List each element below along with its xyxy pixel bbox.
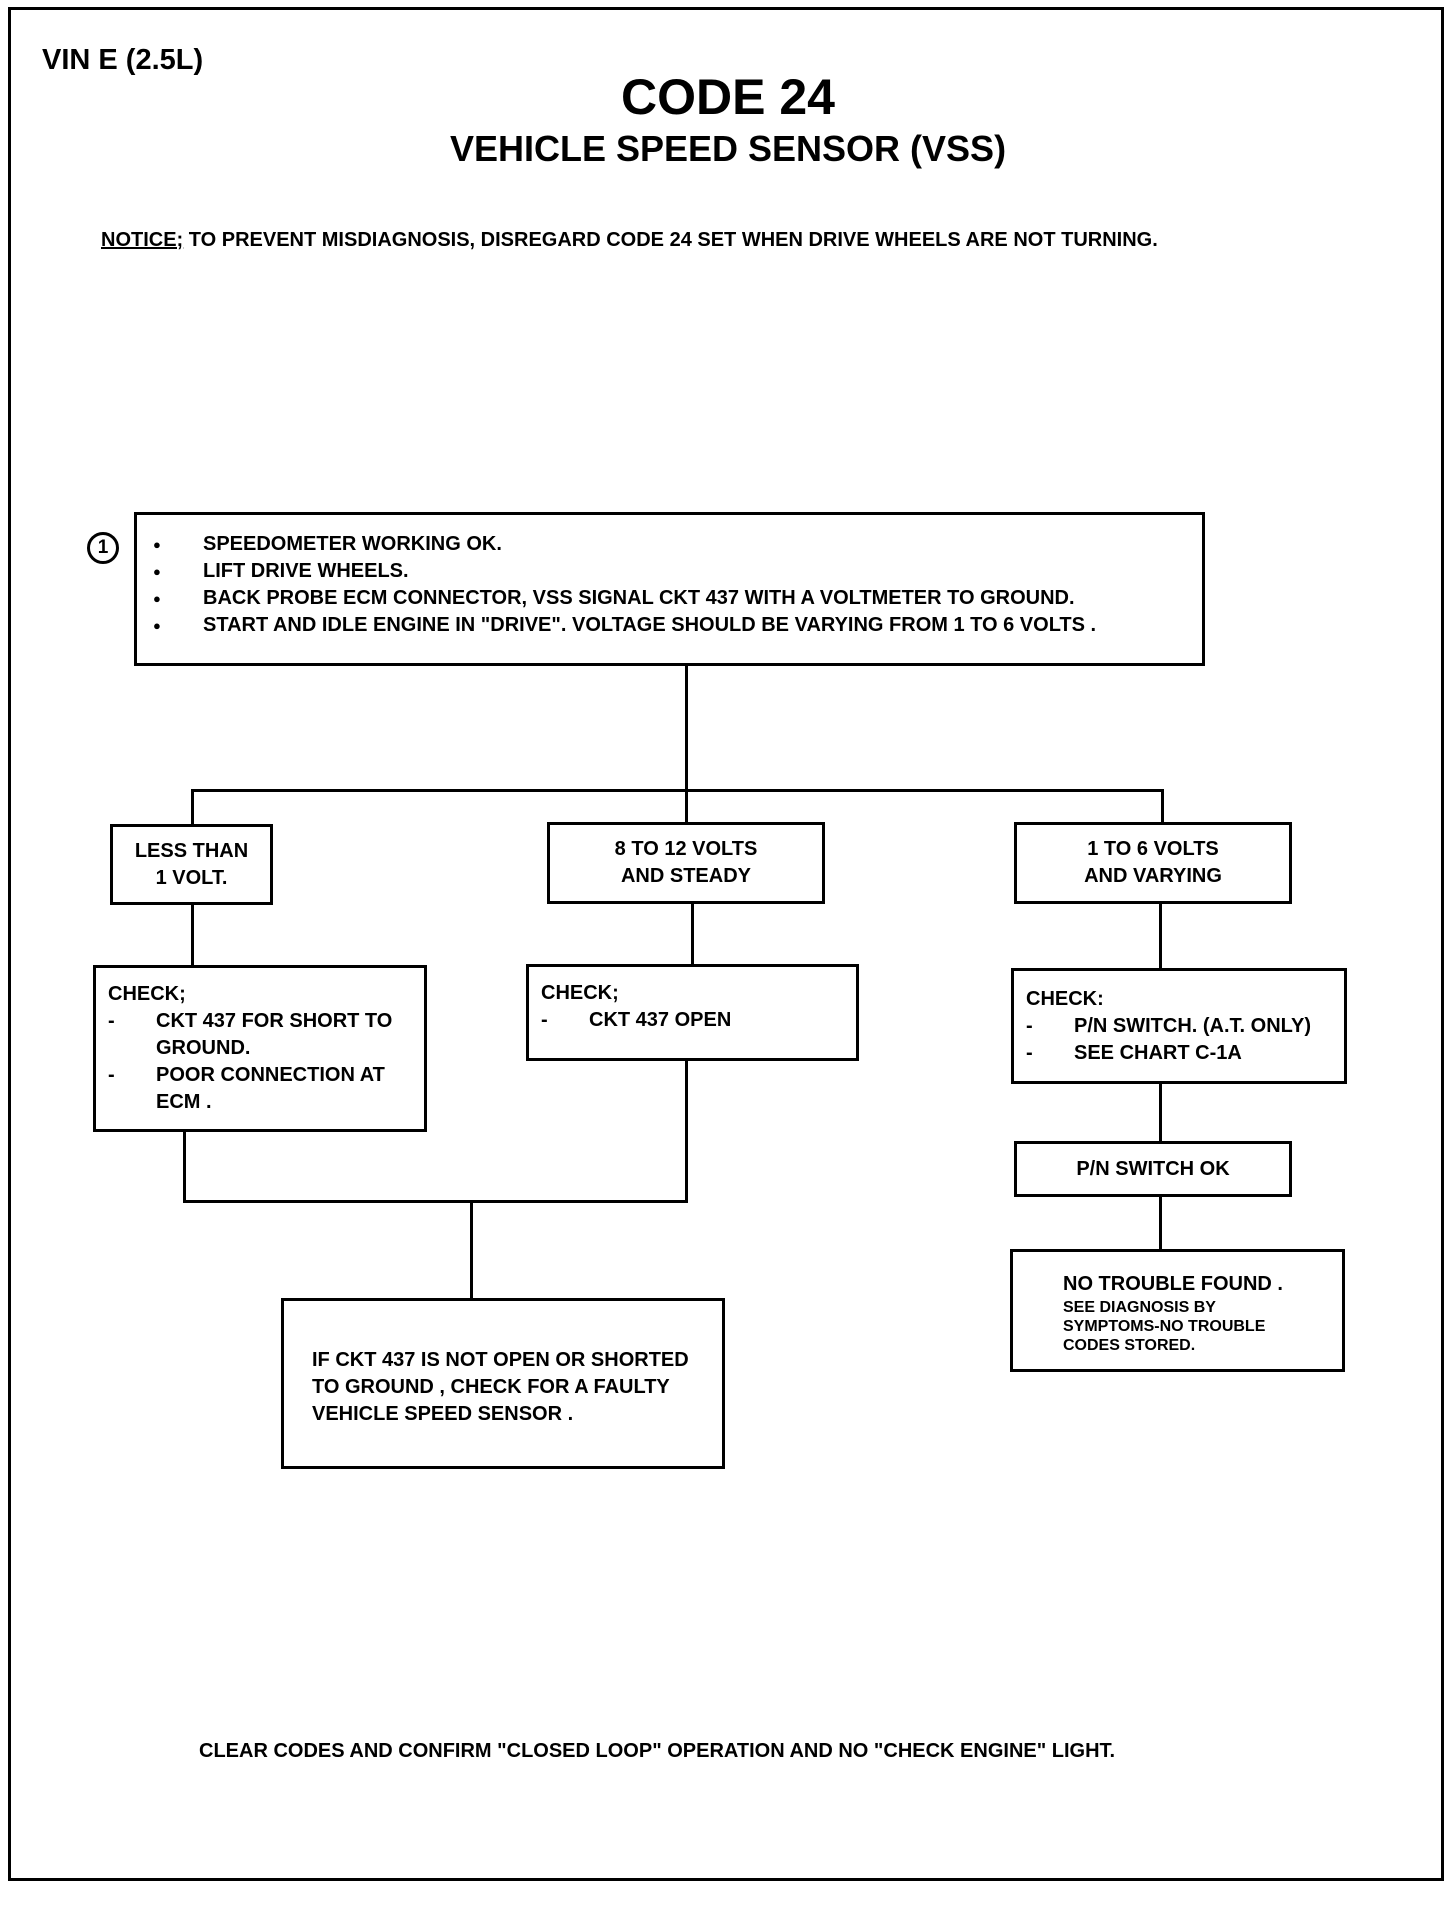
faulty-sensor-line: IF CKT 437 IS NOT OPEN OR SHORTED (312, 1349, 689, 1371)
check-list: CKT 437 OPEN (529, 1007, 848, 1034)
connector-branch-horizontal (191, 789, 1164, 792)
connector-merge-down (470, 1200, 473, 1301)
faulty-sensor-box: IF CKT 437 IS NOT OPEN OR SHORTED TO GRO… (281, 1298, 725, 1469)
connector-branch-middle (685, 789, 688, 827)
check-item: CKT 437 OPEN (529, 1007, 848, 1034)
pn-switch-ok-box: P/N SWITCH OK (1014, 1141, 1292, 1197)
connector-merge-horizontal (183, 1200, 688, 1203)
connector-right-result-check (1159, 904, 1162, 971)
result-line: 8 TO 12 VOLTS (614, 838, 758, 860)
notice-label: NOTICE; (101, 229, 184, 251)
step1-item: SPEEDOMETER WORKING OK. (143, 531, 1202, 558)
check-right-box: CHECK: P/N SWITCH. (A.T. ONLY) SEE CHART… (1011, 968, 1347, 1084)
connector-branch-left (191, 789, 194, 827)
check-middle-box: CHECK; CKT 437 OPEN (526, 964, 859, 1061)
connector-middle-result-check (691, 904, 694, 967)
page-frame (8, 7, 1444, 1881)
notice-text: TO PREVENT MISDIAGNOSIS, DISREGARD CODE … (183, 229, 1158, 251)
result-less-than-1-volt: LESS THAN 1 VOLT. (110, 824, 273, 905)
step1-item: START AND IDLE ENGINE IN "DRIVE". VOLTAG… (143, 612, 1202, 639)
no-trouble-line: SEE DIAGNOSIS BY (1063, 1299, 1216, 1316)
result-line: AND STEADY (620, 865, 751, 887)
connector-right-check-pn (1159, 1084, 1162, 1144)
connector-middle-check-down (685, 1058, 688, 1203)
result-1-to-6-volts: 1 TO 6 VOLTS AND VARYING (1014, 822, 1292, 904)
pn-switch-ok-label: P/N SWITCH OK (1076, 1157, 1230, 1180)
faulty-sensor-line: TO GROUND , CHECK FOR A FAULTY (312, 1376, 670, 1398)
result-line: 1 VOLT. (155, 866, 228, 889)
result-8-to-12-volts: 8 TO 12 VOLTS AND STEADY (547, 822, 825, 904)
vin-label: VIN E (2.5L) (42, 44, 204, 76)
page-title: CODE 24 (621, 69, 835, 125)
step1-item: LIFT DRIVE WHEELS. (143, 558, 1202, 585)
footer-instruction: CLEAR CODES AND CONFIRM "CLOSED LOOP" OP… (199, 1740, 1116, 1762)
no-trouble-line: SYMPTOMS-NO TROUBLE (1063, 1318, 1266, 1335)
result-line: LESS THAN (134, 839, 249, 862)
step1-list: SPEEDOMETER WORKING OK. LIFT DRIVE WHEEL… (143, 531, 1202, 639)
faulty-sensor-line: VEHICLE SPEED SENSOR . (312, 1403, 574, 1425)
no-trouble-line: CODES STORED. (1063, 1337, 1196, 1354)
check-item: SEE CHART C-1A (1014, 1040, 1336, 1067)
check-title: CHECK; (108, 983, 186, 1005)
connector-step1-down (685, 666, 688, 792)
check-list: P/N SWITCH. (A.T. ONLY) SEE CHART C-1A (1014, 1013, 1336, 1067)
check-list: CKT 437 FOR SHORT TO GROUND. POOR CONNEC… (96, 1008, 416, 1116)
notice: NOTICE; TO PREVENT MISDIAGNOSIS, DISREGA… (101, 229, 1158, 252)
connector-pn-no-trouble (1159, 1197, 1162, 1252)
step1-item: BACK PROBE ECM CONNECTOR, VSS SIGNAL CKT… (143, 585, 1202, 612)
step-number-badge: 1 (87, 532, 119, 564)
connector-left-result-check (191, 905, 194, 968)
check-item: CKT 437 FOR SHORT TO GROUND. (96, 1008, 416, 1062)
check-item: P/N SWITCH. (A.T. ONLY) (1014, 1013, 1336, 1040)
check-left-box: CHECK; CKT 437 FOR SHORT TO GROUND. POOR… (93, 965, 427, 1132)
connector-left-check-down (183, 1132, 186, 1203)
no-trouble-found-box: NO TROUBLE FOUND . SEE DIAGNOSIS BY SYMP… (1010, 1249, 1345, 1372)
step1-box: SPEEDOMETER WORKING OK. LIFT DRIVE WHEEL… (134, 512, 1205, 666)
check-item: POOR CONNECTION AT ECM . (96, 1062, 416, 1116)
check-title: CHECK: (1026, 988, 1104, 1010)
result-line: 1 TO 6 VOLTS (1087, 838, 1219, 860)
connector-branch-right (1161, 789, 1164, 827)
no-trouble-title: NO TROUBLE FOUND . (1063, 1273, 1283, 1295)
page-subtitle: VEHICLE SPEED SENSOR (VSS) (449, 128, 1007, 169)
check-title: CHECK; (541, 982, 619, 1004)
result-line: AND VARYING (1084, 865, 1222, 887)
